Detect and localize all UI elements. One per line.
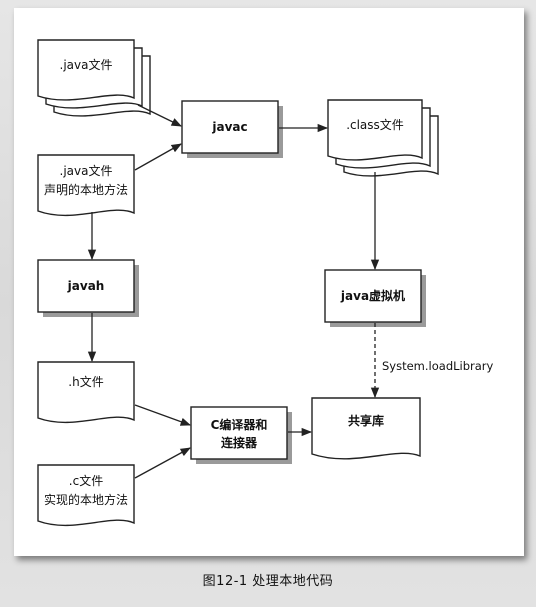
node-c-file: .c文件 实现的本地方法 [37,464,135,527]
node-jvm: java虚拟机 [324,269,426,327]
edge-c-file-to-c-compiler [134,447,191,479]
edge-load-library-label: System.loadLibrary [382,359,494,373]
node-java-files-label: .java文件 [60,57,113,72]
node-shared-lib-label: 共享库 [348,413,384,428]
figure-caption: 图12-1 处理本地代码 [202,574,334,589]
node-javac: javac [181,100,283,158]
node-java-native: .java文件 声明的本地方法 [37,154,135,217]
node-java-native-line2: 声明的本地方法 [44,182,128,197]
node-c-compiler-line2: 连接器 [221,435,258,450]
node-java-files: .java文件 [37,39,151,117]
node-c-file-line2: 实现的本地方法 [44,492,128,507]
edge-java-files-to-javac [137,104,182,127]
node-h-file-label: .h文件 [68,374,103,389]
edge-java-native-to-javac [134,143,182,171]
node-javah-label: javah [67,279,105,293]
edge-h-file-to-c-compiler [134,404,191,426]
node-javac-label: javac [211,120,247,134]
node-c-compiler: C编译器和 连接器 [190,406,292,464]
node-java-native-line1: .java文件 [60,163,113,178]
node-javah: javah [37,259,139,317]
node-c-compiler-line1: C编译器和 [211,417,268,432]
node-h-file: .h文件 [37,361,135,424]
node-jvm-label: java虚拟机 [340,288,405,303]
node-c-file-line1: .c文件 [69,473,103,488]
node-shared-lib: 共享库 [311,397,421,460]
node-class-files: .class文件 [327,99,439,177]
node-class-files-label: .class文件 [346,117,404,132]
